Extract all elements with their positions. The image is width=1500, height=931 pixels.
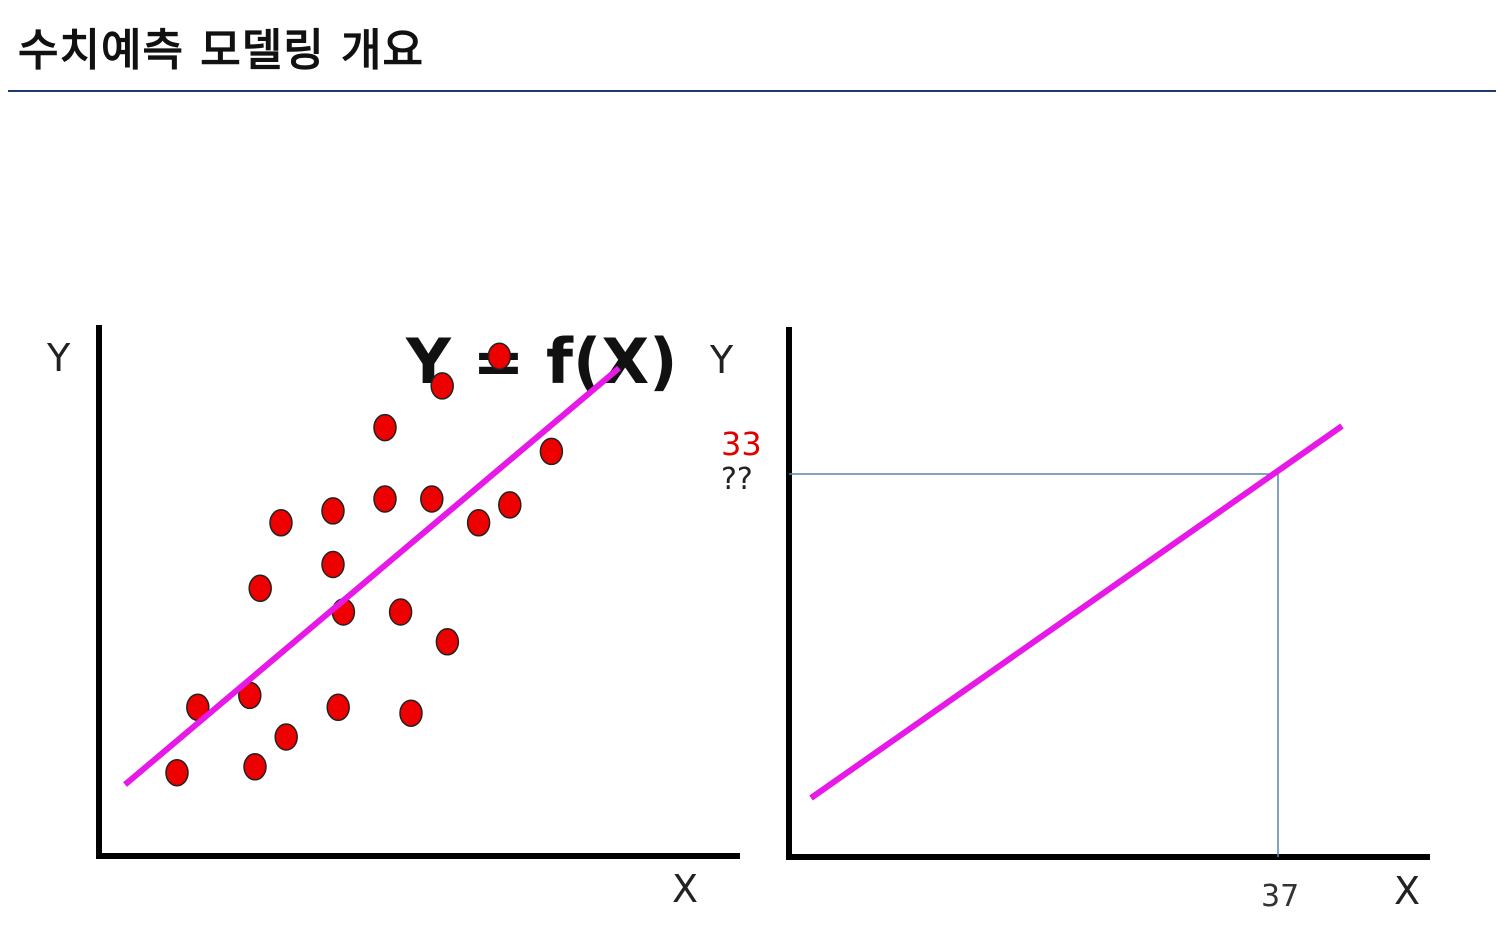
data-point [487,342,512,370]
data-point [326,693,350,722]
data-point [274,723,298,751]
data-points [165,342,564,787]
left-x-axis-label: X [672,867,698,911]
left-panel: Y X Y = f(X) [46,325,740,911]
data-point [388,598,413,626]
data-point [321,497,345,525]
data-point [466,509,491,537]
data-point [430,372,454,400]
unknown-marker-label: ?? [721,462,753,497]
data-point [539,437,564,466]
data-point [420,485,444,513]
data-point [373,413,397,442]
data-point [269,509,293,537]
data-point [435,628,460,656]
title-underline [8,90,1496,92]
data-point [243,753,267,781]
data-point [248,574,272,603]
right-y-axis-label: Y [709,338,734,382]
data-point [373,485,397,513]
data-point [498,491,522,519]
predicted-value-label: 33 [721,425,762,463]
regression-line [123,365,621,787]
input-value-label: 37 [1261,879,1299,914]
data-point [165,758,189,787]
slide-title: 수치예측 모델링 개요 [18,25,424,76]
data-point [321,550,345,579]
right-panel: Y X 33 ?? 37 [709,327,1430,914]
data-point [399,699,423,727]
right-x-axis-label: X [1394,869,1420,913]
prediction-line [809,423,1344,801]
left-y-axis-label: Y [46,336,71,380]
